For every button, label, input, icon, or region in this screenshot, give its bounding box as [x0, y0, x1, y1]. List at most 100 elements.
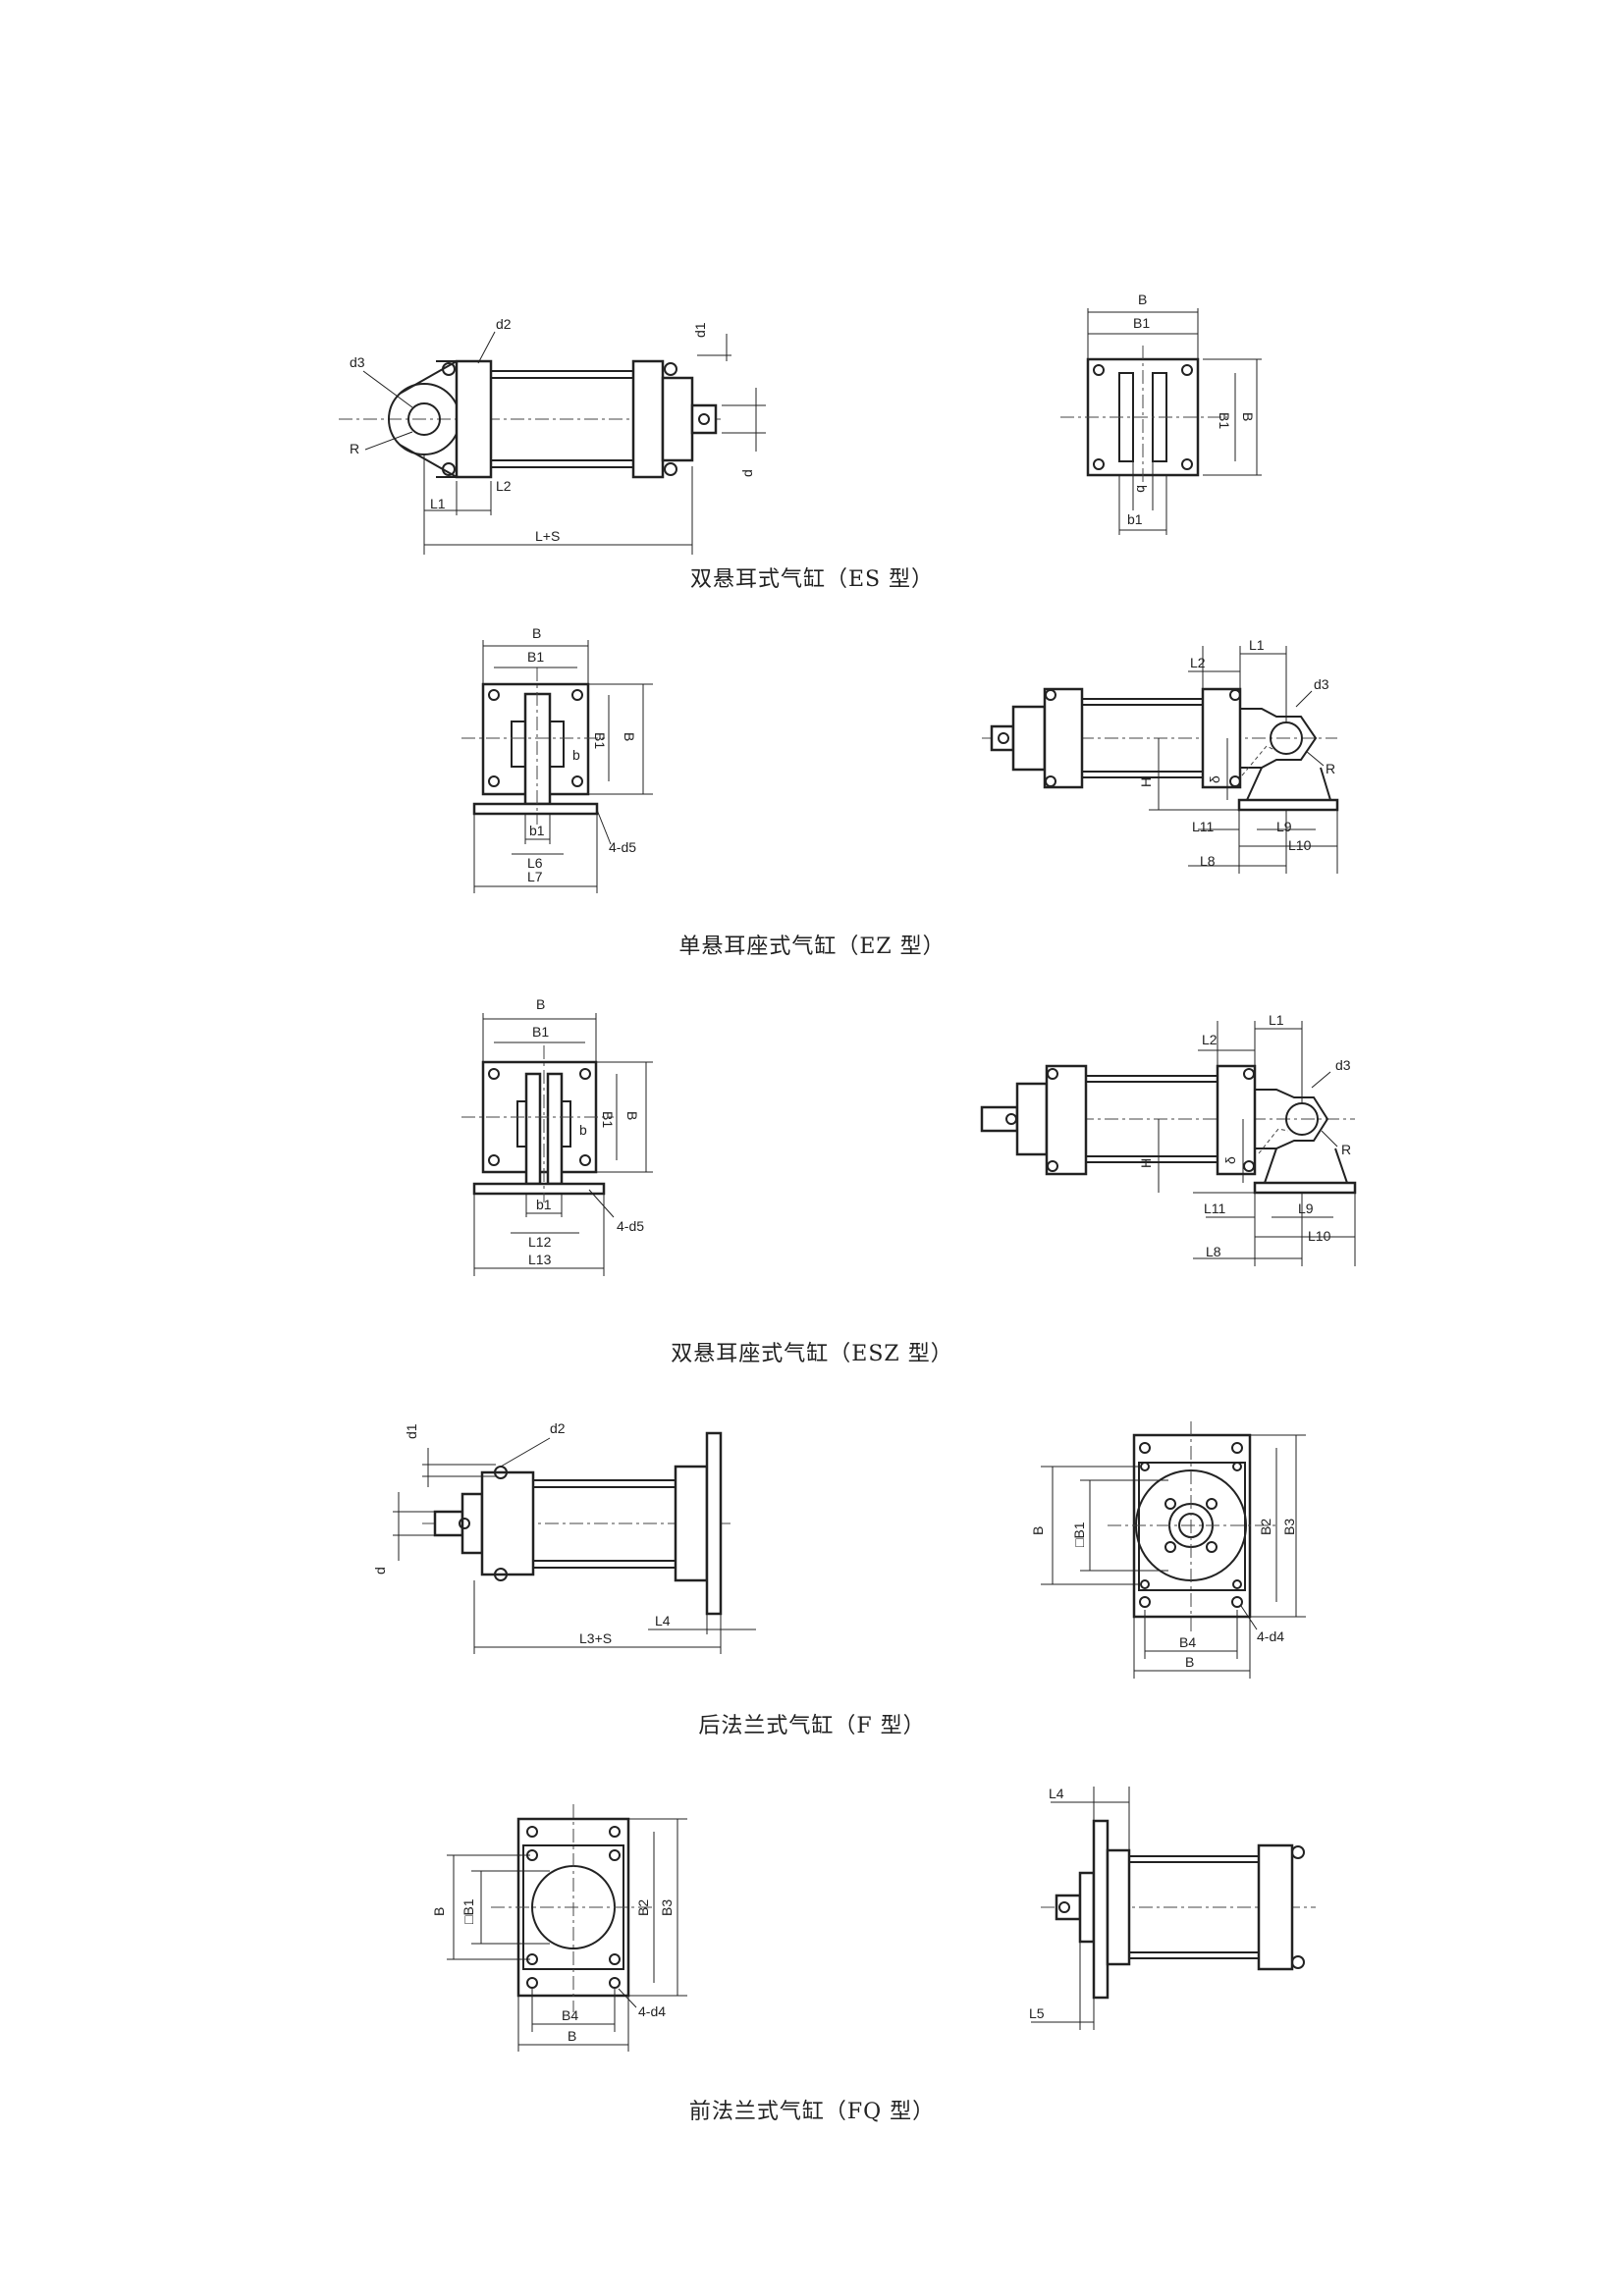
label-B-horizontal: B: [568, 2028, 576, 2044]
f-side-view: [422, 1431, 731, 1616]
label-b1: b1: [529, 823, 545, 838]
label-d: d: [372, 1567, 388, 1575]
label-B1: □B1: [1071, 1522, 1087, 1547]
label-L7: L7: [527, 869, 543, 884]
label-B1-vertical: B1: [592, 732, 608, 749]
label-d: d: [739, 469, 755, 477]
label-B3: B3: [1281, 1519, 1297, 1535]
fq-side-dimensions: L4 L5: [1029, 1786, 1130, 2030]
label-d3: d3: [1335, 1057, 1351, 1073]
label-4-d5: 4-d5: [617, 1218, 644, 1234]
label-B-vertical: B: [624, 1111, 640, 1120]
fq-front-dimensions: B □B1 B2 B3 B4 B 4-d4: [431, 1818, 687, 2052]
figure-es: d2 d3 R d1 d L1 L2 L+S B B1 B1: [0, 285, 1624, 579]
label-B: B: [431, 1907, 447, 1916]
label-B: B: [532, 625, 541, 641]
label-L8: L8: [1200, 853, 1216, 869]
label-B: B: [1138, 292, 1147, 307]
label-B4: B4: [562, 2007, 578, 2023]
ez-side-dimensions: L2 L1 d3 R H δ L11 L9 L10 L8: [1138, 637, 1338, 874]
es-front-view: [1060, 346, 1227, 491]
label-L10: L10: [1288, 837, 1312, 853]
label-B3: B3: [659, 1899, 675, 1916]
label-4-d4: 4-d4: [638, 2003, 666, 2019]
label-L2: L2: [1190, 655, 1206, 670]
label-L5: L5: [1029, 2005, 1045, 2021]
label-L13: L13: [528, 1252, 552, 1267]
label-B2: B2: [1258, 1519, 1273, 1535]
label-B-horizontal: B: [1185, 1654, 1194, 1670]
label-b: b: [579, 1122, 587, 1138]
caption-fq: 前法兰式气缸（FQ 型）: [688, 2100, 936, 2124]
label-L9: L9: [1276, 819, 1292, 834]
label-H: H: [1138, 1158, 1154, 1168]
label-B-vertical: B: [622, 732, 637, 741]
fq-side-view: [1041, 1819, 1316, 2000]
label-B: B: [536, 996, 545, 1012]
label-B: B: [1030, 1526, 1046, 1535]
label-L1: L1: [430, 496, 446, 511]
esz-front-view: [461, 1045, 614, 1202]
ez-front-view: [461, 667, 609, 825]
label-H: H: [1138, 777, 1154, 787]
label-b1: b1: [1127, 511, 1143, 527]
label-delta: δ: [1207, 775, 1222, 783]
label-L1: L1: [1249, 637, 1265, 653]
f-front-view: [1108, 1421, 1276, 1631]
ez-side-view: [982, 687, 1339, 812]
label-4-d5: 4-d5: [609, 839, 636, 855]
label-L-plus-S: L+S: [535, 528, 560, 544]
figure-esz: B B1 B1 B b b1 L12 L13 4-d5: [0, 991, 1624, 1286]
figure-fq: B □B1 B2 B3 B4 B 4-d4 L4 L5: [0, 1767, 1624, 2061]
figure-f: d1 d2 d L4 L3+S: [0, 1394, 1624, 1681]
label-L2: L2: [496, 478, 512, 494]
label-L2: L2: [1202, 1032, 1218, 1047]
label-d3: d3: [350, 354, 365, 370]
esz-side-dimensions: L2 L1 d3 R H δ L11 L9 L10 L8: [1138, 1012, 1356, 1266]
f-front-dimensions: B □B1 B2 B3 B4 B 4-d4: [1030, 1434, 1306, 1681]
label-delta: δ: [1222, 1156, 1238, 1164]
label-L4: L4: [1049, 1786, 1064, 1801]
label-L11: L11: [1192, 819, 1215, 834]
es-side-view: [339, 359, 722, 479]
f-side-dimensions: d1 d2 d L4 L3+S: [372, 1420, 756, 1654]
label-d1: d1: [692, 322, 708, 338]
label-L3-plus-S: L3+S: [579, 1630, 612, 1646]
label-B1-vertical: B1: [1217, 412, 1232, 429]
esz-front-dimensions: B B1 B1 B b b1 L12 L13 4-d5: [473, 996, 653, 1276]
esz-side-view: [980, 1064, 1357, 1195]
fq-front-view: [491, 1804, 656, 2012]
label-4-d4: 4-d4: [1257, 1629, 1284, 1644]
caption-ez: 单悬耳座式气缸（EZ 型）: [678, 934, 946, 959]
label-B4: B4: [1179, 1634, 1196, 1650]
label-B1: B1: [532, 1024, 549, 1040]
label-b: b: [572, 747, 580, 763]
label-B-vertical: B: [1240, 412, 1256, 421]
label-B1: B1: [1133, 315, 1150, 331]
es-front-dimensions: B B1 B1 B b b1: [1087, 292, 1262, 535]
label-L9: L9: [1298, 1201, 1314, 1216]
es-side-dimensions: d2 d3 R d1 d L1 L2 L+S: [350, 316, 766, 555]
label-b: b: [1134, 485, 1150, 493]
label-L8: L8: [1206, 1244, 1221, 1259]
label-d2: d2: [550, 1420, 566, 1436]
figure-ez: B B1 B1 B b b1 L6 L7 4-d5: [0, 618, 1624, 903]
label-L10: L10: [1308, 1228, 1331, 1244]
label-B2: B2: [635, 1899, 651, 1916]
label-L1: L1: [1269, 1012, 1284, 1028]
label-B1: □B1: [460, 1898, 476, 1924]
caption-esz: 双悬耳座式气缸（ESZ 型）: [671, 1342, 953, 1366]
label-B1: B1: [527, 649, 544, 665]
label-d3: d3: [1314, 676, 1329, 692]
label-B1-vertical: B1: [600, 1111, 616, 1128]
label-L12: L12: [528, 1234, 552, 1250]
label-L6: L6: [527, 855, 543, 871]
caption-es: 双悬耳式气缸（ES 型）: [689, 567, 935, 592]
label-b1: b1: [536, 1197, 552, 1212]
label-R: R: [1341, 1142, 1351, 1157]
label-R: R: [350, 441, 359, 456]
label-L4: L4: [655, 1613, 671, 1629]
label-L11: L11: [1204, 1201, 1226, 1216]
label-R: R: [1326, 761, 1335, 776]
caption-f: 后法兰式气缸（F 型）: [698, 1714, 926, 1738]
